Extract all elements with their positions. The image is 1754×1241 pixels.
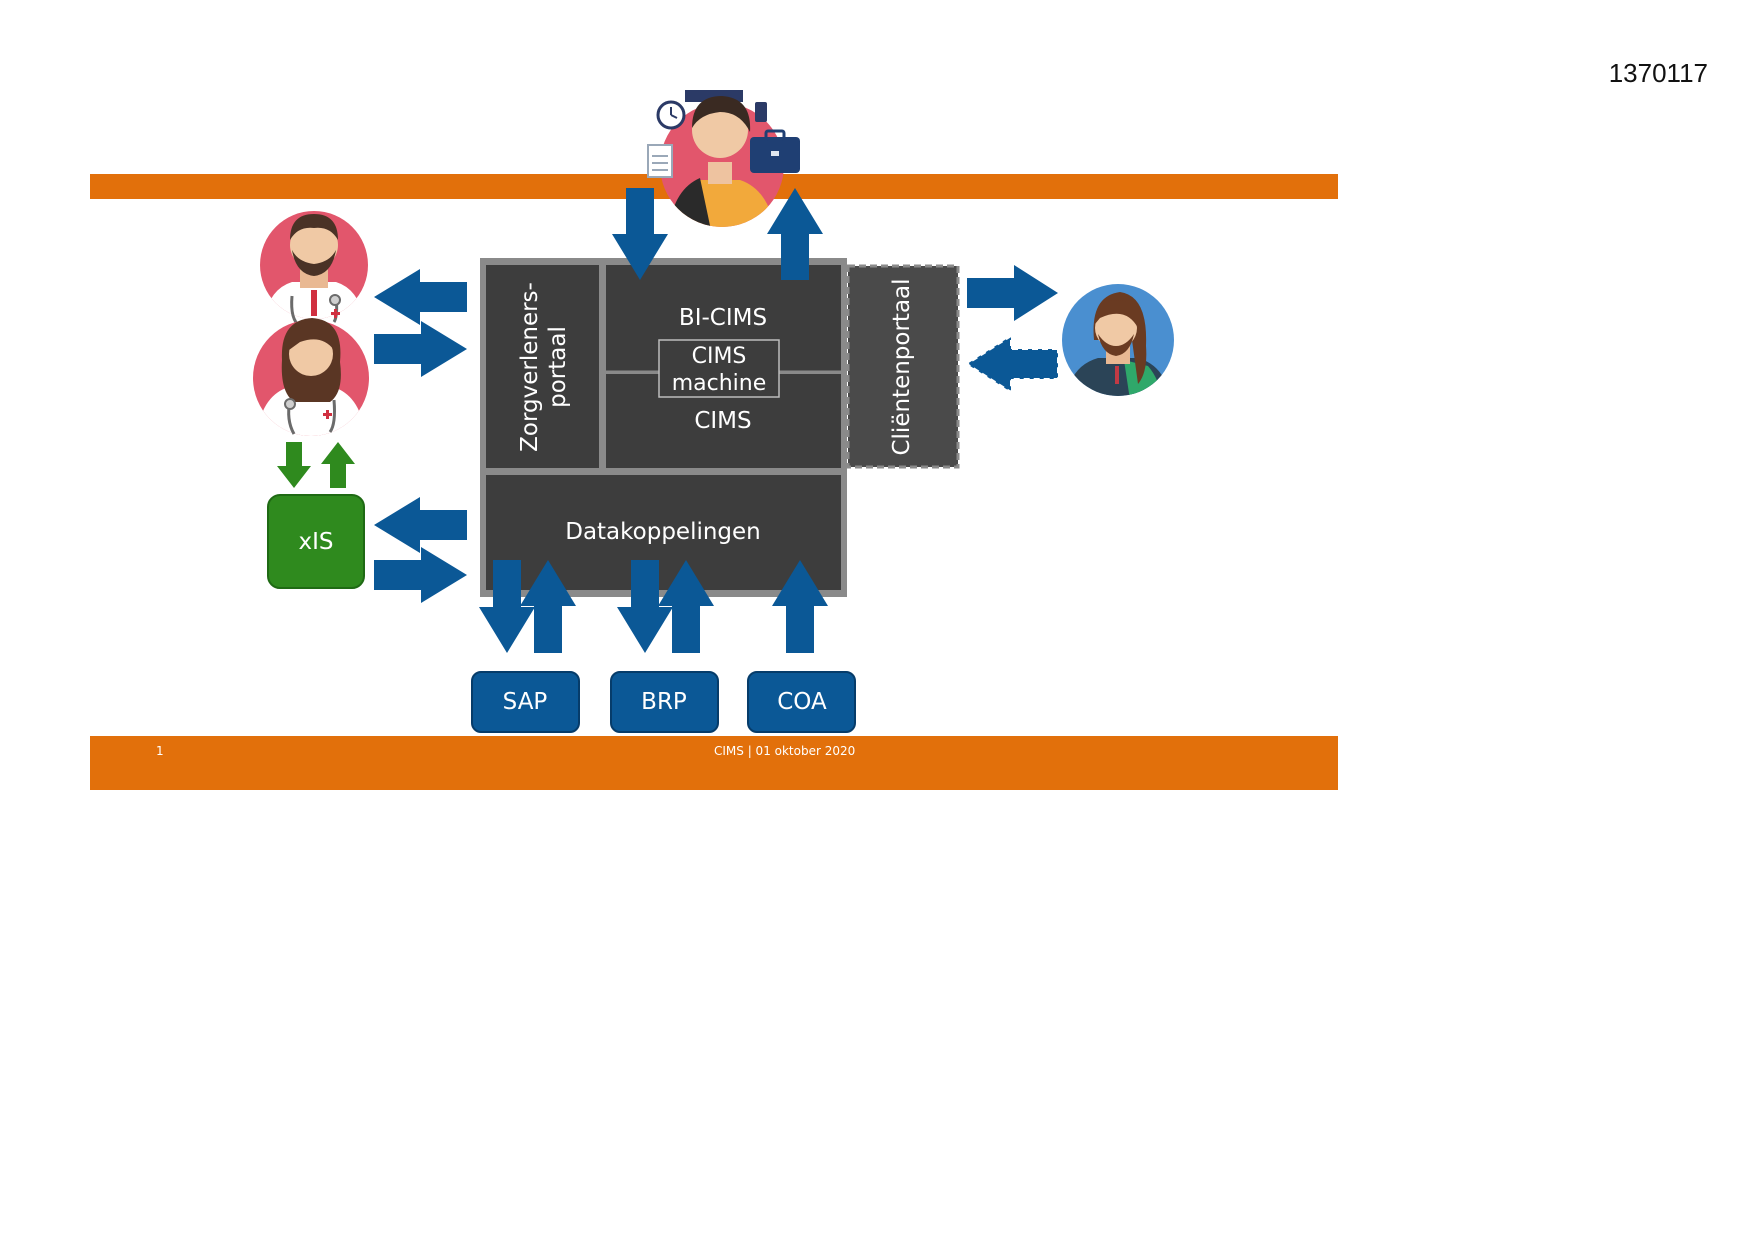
xis-label: xIS <box>299 529 334 555</box>
footer-band <box>90 736 1338 790</box>
green-arrow-down-to-xis-icon <box>277 442 311 488</box>
arrow-up-from-brp-icon <box>658 560 714 653</box>
arrow-up-to-care-worker-icon <box>767 188 823 280</box>
arrow-left-to-xis-icon <box>374 497 467 553</box>
cims-machine-label-line1: CIMS <box>692 344 747 369</box>
care-worker-avatar-icon <box>647 90 800 227</box>
footer-page-number: 1 <box>156 744 164 758</box>
bi-cims-label: BI-CIMS <box>679 305 767 331</box>
xis-box <box>267 494 365 589</box>
green-arrow-up-from-xis-icon <box>321 442 355 488</box>
clientenportaal-box <box>846 264 960 469</box>
zorgverleners-portaal-box <box>486 265 599 468</box>
zorgverleners-portaal-label-line1: Zorgverleners- <box>517 282 543 452</box>
doctor-female-avatar-icon <box>253 318 369 436</box>
doctor-male-avatar-icon <box>260 211 368 328</box>
coa-box <box>747 671 856 733</box>
cims-machine-box <box>658 339 780 398</box>
arrow-down-to-brp-icon <box>617 560 673 653</box>
document-number: 1370117 <box>1608 58 1708 88</box>
cims-machine-label-line2: machine <box>672 371 767 396</box>
clientenportaal-label: Cliëntenportaal <box>889 278 915 455</box>
arrow-up-from-coa-icon <box>772 560 828 653</box>
arrow-left-to-doctors-icon <box>374 269 467 325</box>
arrow-right-from-doctors-icon <box>374 321 467 377</box>
arrow-down-to-sap-icon <box>479 560 535 653</box>
arrow-left-from-client-icon <box>965 334 1059 394</box>
arrow-up-from-sap-icon <box>520 560 576 653</box>
arrow-right-to-client-icon <box>967 265 1058 321</box>
brp-label: BRP <box>641 689 687 715</box>
arrow-right-from-xis-icon <box>374 547 467 603</box>
datakoppelingen-label: Datakoppelingen <box>565 519 761 545</box>
client-avatar-icon <box>1062 284 1174 396</box>
brp-box <box>610 671 719 733</box>
arrow-down-from-care-worker-icon <box>612 188 668 280</box>
cims-label: CIMS <box>694 408 751 434</box>
coa-label: COA <box>777 689 827 715</box>
sap-box <box>471 671 580 733</box>
footer-title: CIMS | 01 oktober 2020 <box>714 744 856 758</box>
sap-label: SAP <box>503 689 548 715</box>
zorgverleners-portaal-label-line2: portaal <box>545 326 571 408</box>
